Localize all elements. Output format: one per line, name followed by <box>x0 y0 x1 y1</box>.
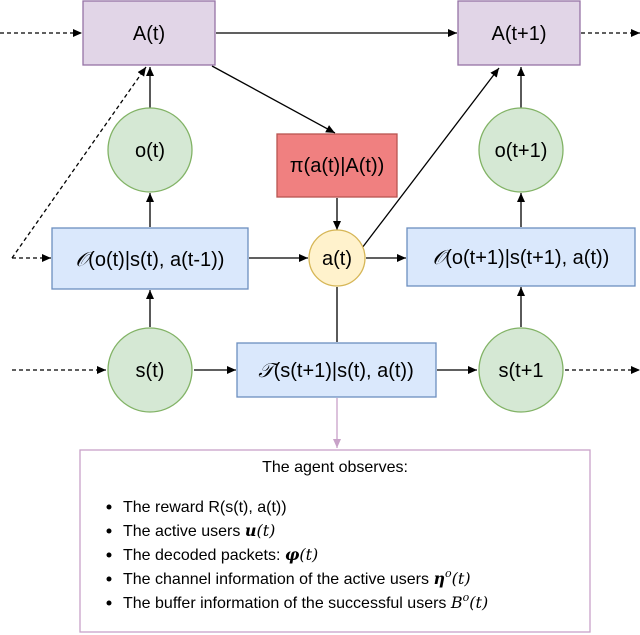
observes-item-text: The reward R(s(t), a(t)) <box>123 499 287 516</box>
label-s-t: s(t) <box>136 360 165 382</box>
observes-item-text: The decoded packets: <box>123 547 285 564</box>
observes-title: The agent observes: <box>262 459 408 476</box>
observes-item-symbol: u <box>245 521 257 540</box>
label-s-t1: s(t+1 <box>498 360 543 382</box>
node-A-t <box>82 0 216 66</box>
node-s-t <box>107 327 193 413</box>
observes-item-symbol: B <box>450 593 463 612</box>
bullet-icon <box>106 576 112 582</box>
observes-item-tail: (t) <box>256 521 275 540</box>
node-obs-t <box>51 227 249 290</box>
label-o-t1: o(t+1) <box>495 140 548 162</box>
observes-box <box>79 449 591 633</box>
node-o-t <box>107 107 193 193</box>
observes-item-tail: (t) <box>469 593 488 612</box>
label-obs-t1: 𝒪(o(t+1)|s(t+1), a(t)) <box>433 245 610 269</box>
bullet-icon <box>106 552 112 558</box>
trans-text: (s(t+1)|s(t), a(t)) <box>274 360 414 382</box>
observes-item-symbol: η <box>433 569 445 588</box>
observes-item-sup: o <box>463 591 470 604</box>
label-A-t: A(t) <box>133 23 165 45</box>
node-obs-t1 <box>406 227 636 287</box>
label-policy: π(a(t)|A(t)) <box>290 155 385 177</box>
label-o-t: o(t) <box>135 140 165 162</box>
bullet-icon <box>106 528 112 534</box>
observes-item-tail: (t) <box>299 545 318 564</box>
node-A-t1 <box>457 0 581 66</box>
observes-item-tail: (t) <box>452 569 471 588</box>
edge-dashed-to-A-t <box>11 66 147 259</box>
observes-item-symbol: φ <box>285 545 300 564</box>
label-A-t1: A(t+1) <box>491 23 546 45</box>
observes-item: The reward R(s(t), a(t)) <box>123 499 287 516</box>
observes-item-text: The channel information of the active us… <box>123 571 433 588</box>
observes-item: The active users u(t) <box>123 521 275 540</box>
bullet-icon <box>106 504 112 510</box>
observes-item-text: The active users <box>123 523 245 540</box>
obs-t1-text: (o(t+1)|s(t+1), a(t)) <box>445 247 609 269</box>
label-a-t: a(t) <box>322 248 352 270</box>
observes-item: The channel information of the active us… <box>123 567 471 588</box>
node-transition <box>236 342 437 398</box>
observes-item: The decoded packets: φ(t) <box>123 545 318 564</box>
node-o-t1 <box>478 107 564 193</box>
node-policy <box>276 133 398 198</box>
edge-a-t-to-A-t1 <box>361 67 500 249</box>
node-a-t <box>308 229 366 287</box>
label-transition: 𝒯(s(t+1)|s(t), a(t)) <box>258 358 414 382</box>
node-s-t1 <box>478 327 564 413</box>
bullet-icon <box>106 600 112 606</box>
observes-item-sup: o <box>445 567 452 580</box>
observes-item: The buffer information of the successful… <box>123 591 488 612</box>
observes-item-text: The buffer information of the successful… <box>123 595 451 612</box>
edge-A-t-to-pi <box>211 65 336 134</box>
observes-list: The reward R(s(t), a(t)) The active user… <box>106 499 488 612</box>
obs-t-text: (o(t)|s(t), a(t-1)) <box>88 249 224 271</box>
label-obs-t: 𝒪(o(t)|s(t), a(t-1)) <box>76 247 225 271</box>
